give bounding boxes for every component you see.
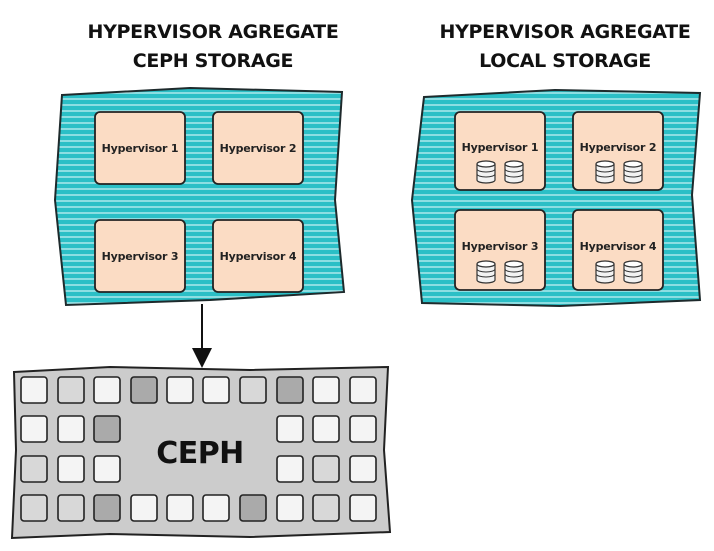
- left-hypervisor-3: Hypervisor 3: [94, 219, 186, 293]
- ceph-node-cell: [312, 415, 340, 443]
- local-disk-icons: [595, 260, 643, 284]
- ceph-node-cell: [130, 494, 158, 522]
- ceph-node-cell: [202, 376, 230, 404]
- hypervisor-label: Hypervisor 4: [220, 250, 297, 263]
- ceph-node-cell: [93, 494, 121, 522]
- left-hypervisor-2: Hypervisor 2: [212, 111, 304, 185]
- local-disk-icons: [476, 160, 524, 184]
- hypervisor-label: Hypervisor 3: [102, 250, 179, 263]
- ceph-node-cell: [57, 376, 85, 404]
- disk-icon: [595, 160, 615, 184]
- ceph-node-cell: [239, 494, 267, 522]
- disk-icon: [504, 260, 524, 284]
- ceph-node-cell: [349, 376, 377, 404]
- right-hypervisor-4: Hypervisor 4: [572, 209, 664, 291]
- hypervisor-label: Hypervisor 2: [580, 141, 657, 154]
- ceph-node-cell: [349, 415, 377, 443]
- right-aggregate-title-line1: HYPERVISOR AGREGATE: [439, 21, 690, 43]
- ceph-node-cell: [20, 415, 48, 443]
- ceph-node-cell: [312, 494, 340, 522]
- ceph-node-cell: [276, 494, 304, 522]
- left-hypervisor-1: Hypervisor 1: [94, 111, 186, 185]
- right-hypervisor-2: Hypervisor 2: [572, 111, 664, 191]
- hypervisor-label: Hypervisor 4: [580, 240, 657, 253]
- hypervisor-label: Hypervisor 2: [220, 142, 297, 155]
- ceph-node-cell: [93, 376, 121, 404]
- ceph-node-cell: [349, 455, 377, 483]
- ceph-node-cell: [57, 455, 85, 483]
- ceph-node-cell: [20, 376, 48, 404]
- disk-icon: [623, 160, 643, 184]
- ceph-node-cell: [93, 455, 121, 483]
- hypervisor-label: Hypervisor 3: [462, 240, 539, 253]
- ceph-node-cell: [239, 376, 267, 404]
- disk-icon: [476, 160, 496, 184]
- ceph-storage-nodes: [20, 376, 377, 522]
- ceph-node-cell: [276, 455, 304, 483]
- ceph-node-cell: [166, 376, 194, 404]
- ceph-node-cell: [20, 494, 48, 522]
- disk-icon: [595, 260, 615, 284]
- left-aggregate-title-line2: CEPH STORAGE: [133, 50, 293, 72]
- disk-icon: [623, 260, 643, 284]
- ceph-node-cell: [202, 494, 230, 522]
- ceph-node-cell: [276, 415, 304, 443]
- right-aggregate-title-line2: LOCAL STORAGE: [479, 50, 651, 72]
- ceph-node-cell: [312, 376, 340, 404]
- ceph-node-cell: [312, 455, 340, 483]
- ceph-node-cell: [57, 415, 85, 443]
- ceph-node-cell: [57, 494, 85, 522]
- local-disk-icons: [595, 160, 643, 184]
- ceph-node-cell: [20, 455, 48, 483]
- ceph-node-cell: [276, 376, 304, 404]
- left-aggregate-title-line1: HYPERVISOR AGREGATE: [87, 21, 338, 43]
- ceph-node-cell: [93, 415, 121, 443]
- hypervisor-label: Hypervisor 1: [102, 142, 179, 155]
- local-disk-icons: [476, 260, 524, 284]
- ceph-node-cell: [166, 494, 194, 522]
- disk-icon: [504, 160, 524, 184]
- right-hypervisor-1: Hypervisor 1: [454, 111, 546, 191]
- right-hypervisor-3: Hypervisor 3: [454, 209, 546, 291]
- hypervisor-label: Hypervisor 1: [462, 141, 539, 154]
- ceph-label: CEPH: [156, 436, 244, 471]
- ceph-node-cell: [130, 376, 158, 404]
- left-hypervisor-4: Hypervisor 4: [212, 219, 304, 293]
- disk-icon: [476, 260, 496, 284]
- ceph-node-cell: [349, 494, 377, 522]
